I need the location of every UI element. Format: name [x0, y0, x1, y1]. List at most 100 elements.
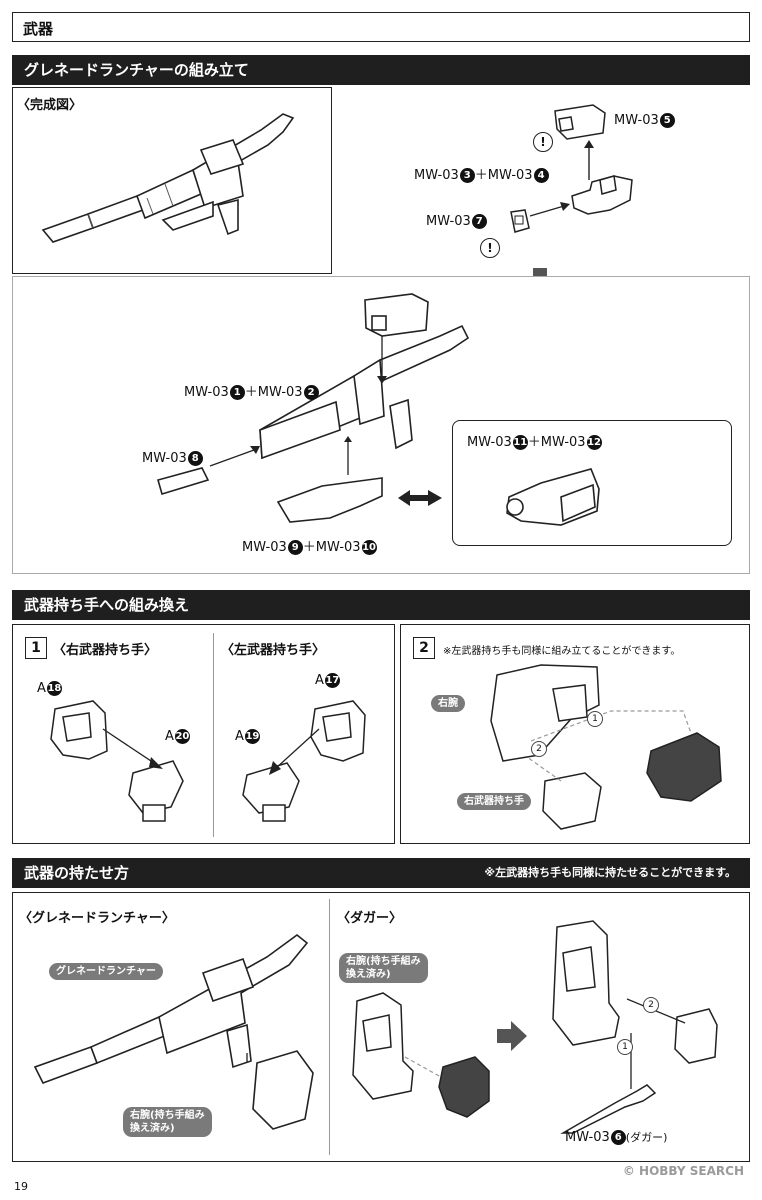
part-number-badge: 19 — [244, 729, 260, 744]
part-number-badge: 12 — [586, 435, 602, 450]
part-code: A — [37, 681, 46, 696]
part-number-badge: 5 — [659, 113, 675, 128]
part-code-plus: ＋MW-03 — [302, 540, 361, 555]
arrow-right-small — [529, 202, 570, 217]
part-code: MW-03 — [414, 168, 459, 183]
part-code: A — [165, 729, 174, 744]
part-code: MW-03 — [142, 451, 187, 466]
part-code: MW-03 — [184, 385, 229, 400]
launcher-hold-label: 〈グレネードランチャー〉 — [19, 911, 175, 926]
part-number-badge: 17 — [324, 673, 340, 688]
arm-pill-launcher: 右腕(持ち手組み 換え済み) — [123, 1107, 212, 1137]
part-number-badge: 7 — [471, 214, 487, 229]
dagger-hold-illustration — [552, 920, 718, 1134]
top-title: 武器 — [23, 20, 54, 38]
holding-panel: 〈グレネードランチャー〉 〈ダガー〉 グレネードランチャー 右腕(持ち手組み 換… — [12, 892, 750, 1162]
part-code-plus: ＋MW-03 — [244, 385, 303, 400]
right-hand-parts-illustration — [50, 700, 184, 822]
completed-figure-box: 〈完成図〉 — [12, 87, 332, 320]
step1-divider — [213, 633, 214, 837]
part-code: A — [315, 673, 324, 688]
part-code: MW-03 — [614, 113, 659, 128]
body-part-illustration — [571, 175, 633, 215]
step2-number: 2 — [413, 637, 435, 659]
part-number-badge: 20 — [174, 729, 190, 744]
section-holding-header: 武器の持たせ方 ※左武器持ち手も同様に持たせることができます。 — [12, 858, 750, 888]
big-arrow-right — [497, 1021, 527, 1051]
part-suffix: (ダガー) — [625, 1131, 668, 1144]
launcher-assembly-illustration — [157, 293, 470, 523]
arrow-up-1 — [584, 140, 594, 180]
part-code-plus: ＋MW-03 — [527, 435, 586, 450]
small-part-illustration — [510, 209, 530, 233]
right-weapon-hand-pill: 右武器持ち手 — [457, 793, 531, 810]
part-code-plus: ＋MW-03 — [474, 168, 533, 183]
step1-number: 1 — [25, 637, 47, 659]
part-number-badge: 3 — [459, 168, 475, 183]
part-number-badge: 9 — [287, 540, 303, 555]
part-code: MW-03 — [242, 540, 287, 555]
left-hand-parts-illustration — [242, 700, 366, 822]
dagger-order-marker-2: 2 — [643, 997, 659, 1013]
arm-pill2-line2: 換え済み) — [346, 969, 391, 980]
section-handswap-header: 武器持ち手への組み換え — [12, 590, 750, 620]
part-number-badge: 2 — [303, 385, 319, 400]
caution-mark-2: ! — [480, 238, 500, 258]
part-number-badge: 6 — [610, 1130, 626, 1145]
step2-note: ※左武器持ち手も同様に組み立てることができます。 — [443, 646, 681, 657]
order-marker-1: 1 — [587, 711, 603, 727]
part-number-badge: 4 — [533, 168, 549, 183]
arm-pill-line1: 右腕(持ち手組み — [130, 1110, 205, 1121]
launcher-pill: グレネードランチャー — [49, 963, 163, 980]
part-number-badge: 18 — [46, 681, 62, 696]
part-number-badge: 10 — [361, 540, 377, 555]
part-number-badge: 11 — [512, 435, 528, 450]
part-code: MW-03 — [565, 1130, 610, 1145]
top-title-bar: 武器 — [12, 12, 750, 42]
section-holding-title: 武器の持たせ方 — [24, 864, 130, 882]
right-arm-pill: 右腕 — [431, 695, 465, 712]
right-hand-label: 〈右武器持ち手〉 — [53, 643, 158, 658]
holding-divider — [329, 899, 330, 1155]
part-number-badge: 1 — [229, 385, 245, 400]
order-marker-2: 2 — [531, 741, 547, 757]
left-hand-label: 〈左武器持ち手〉 — [221, 643, 326, 658]
caution-mark-1: ! — [533, 132, 553, 152]
arm-pill2-line1: 右腕(持ち手組み — [346, 956, 421, 967]
part-number-badge: 8 — [187, 451, 203, 466]
completed-figure-label: 〈完成図〉 — [17, 98, 83, 113]
section-handswap-title: 武器持ち手への組み換え — [24, 596, 190, 614]
step2-box: 2 ※左武器持ち手も同様に組み立てることができます。 右腕 右武器持ち手 1 2 — [400, 624, 750, 844]
launcher-hold-illustration — [33, 933, 314, 1130]
swap-arrow-icon — [398, 490, 442, 506]
arm-swap-illustration — [490, 664, 722, 830]
part-code: MW-03 — [426, 214, 471, 229]
arm-pill-dagger: 右腕(持ち手組み 換え済み) — [339, 953, 428, 983]
arm-pill-line2: 換え済み) — [130, 1123, 175, 1134]
alt-part-illustration — [506, 468, 600, 526]
page-number: 19 — [14, 1180, 28, 1193]
section-assembly-header: グレネードランチャーの組み立て — [12, 55, 750, 85]
launcher-complete-illustration — [33, 110, 295, 320]
section-assembly-title: グレネードランチャーの組み立て — [24, 61, 249, 79]
part-code: A — [235, 729, 244, 744]
dagger-order-marker-1: 1 — [617, 1039, 633, 1055]
part-code: MW-03 — [467, 435, 512, 450]
arm-before-illustration — [352, 992, 490, 1118]
section-holding-note: ※左武器持ち手も同様に持たせることができます。 — [484, 866, 736, 879]
scope-part-illustration — [554, 104, 606, 140]
watermark: © HOBBY SEARCH — [622, 1164, 744, 1178]
dagger-hold-label: 〈ダガー〉 — [337, 911, 403, 926]
